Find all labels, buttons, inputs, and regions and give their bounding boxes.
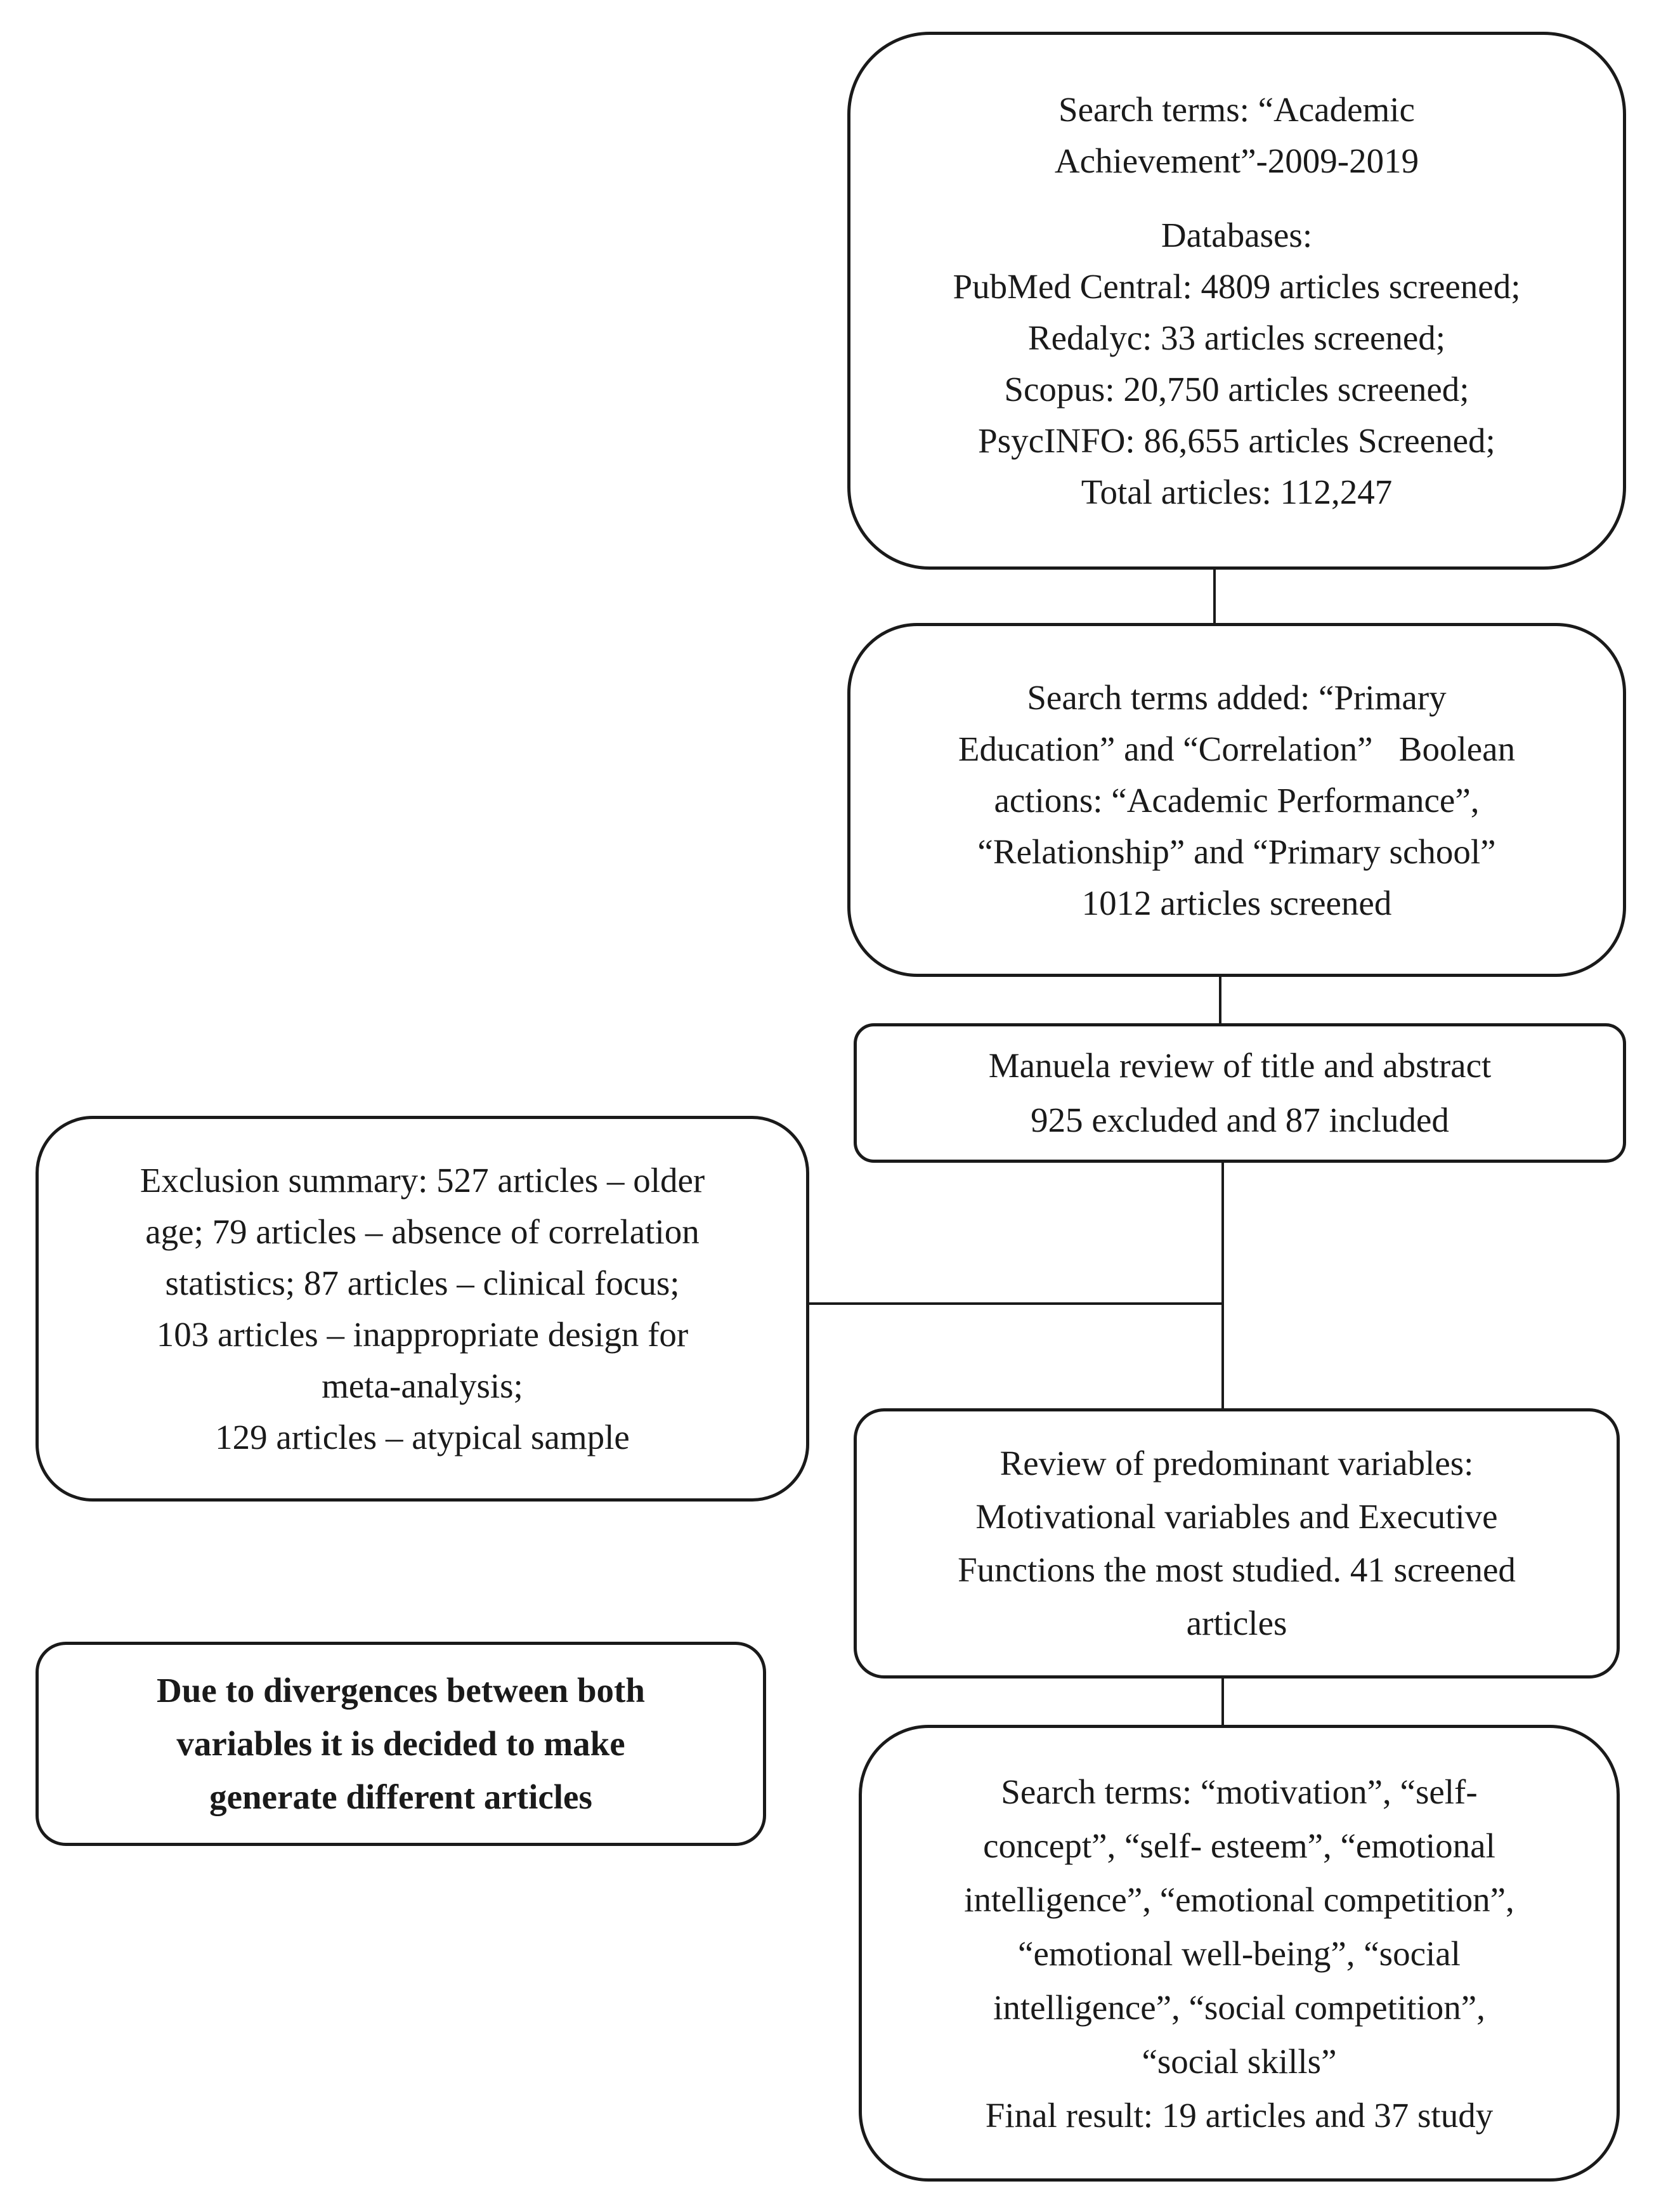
box-text-line: intelligence”, “social competition”, xyxy=(993,1987,1485,2027)
box-text-line: “emotional well-being”, “social xyxy=(1018,1934,1461,1973)
search-terms-line: Achievement”-2009-2019 xyxy=(1054,141,1419,180)
box-text-line: statistics; 87 articles – clinical focus… xyxy=(165,1264,680,1302)
box-text-line: Motivational variables and Executive xyxy=(975,1497,1498,1536)
box-text-line: “social skills” xyxy=(1142,2041,1337,2081)
box-text-line: 1012 articles screened xyxy=(1081,883,1392,922)
box-text-line: Due to divergences between both xyxy=(157,1671,645,1710)
database-count-psycinfo: PsycINFO: 86,655 articles Screened; xyxy=(978,421,1495,460)
database-count-pubmed: PubMed Central: 4809 articles screened; xyxy=(953,267,1521,306)
box-text-line: age; 79 articles – absence of correlatio… xyxy=(145,1212,700,1251)
divergence-note-box: Due to divergences between both variable… xyxy=(36,1642,766,1846)
databases-heading: Databases: xyxy=(1161,216,1313,254)
box-text-line: Search terms added: “Primary xyxy=(1027,677,1447,717)
box-text-line: Exclusion summary: 527 articles – older xyxy=(140,1161,705,1200)
box-text-line: 925 excluded and 87 included xyxy=(1031,1101,1449,1139)
box-text-line: articles xyxy=(1186,1604,1287,1642)
box-text-line: actions: “Academic Performance”, xyxy=(994,780,1480,820)
box-text-line: concept”, “self- esteem”, “emotional xyxy=(983,1826,1495,1865)
final-search-box: Search terms: “motivation”, “self- conce… xyxy=(859,1725,1620,2182)
box-text-line: Education” and “Correlation” Boolean xyxy=(958,729,1516,768)
total-articles: Total articles: 112,247 xyxy=(1081,473,1393,511)
database-count-redalyc: Redalyc: 33 articles screened; xyxy=(1027,318,1446,357)
manual-review-box: Manuela review of title and abstract 925… xyxy=(854,1023,1626,1163)
database-count-scopus: Scopus: 20,750 articles screened; xyxy=(1004,370,1469,409)
search-terms-added-box: Search terms added: “Primary Education” … xyxy=(847,623,1626,977)
search-terms-line: Search terms: “Academic xyxy=(1058,90,1415,129)
box-text-line: Functions the most studied. 41 screened xyxy=(958,1550,1516,1589)
box-text-line: 103 articles – inappropriate design for xyxy=(156,1315,689,1354)
box-text-line: Review of predominant variables: xyxy=(1000,1444,1474,1482)
box-text-line: meta-analysis; xyxy=(322,1366,523,1405)
box-text-line: variables it is decided to make xyxy=(176,1724,625,1763)
box-text-line: 129 articles – atypical sample xyxy=(215,1418,630,1456)
final-result: Final result: 19 articles and 37 study xyxy=(985,2095,1494,2135)
box-text-line: “Relationship” and “Primary school” xyxy=(977,832,1496,871)
box-text-line: Manuela review of title and abstract xyxy=(988,1046,1492,1085)
box-text-line: generate different articles xyxy=(209,1777,592,1816)
exclusion-summary-box: Exclusion summary: 527 articles – older … xyxy=(36,1116,809,1502)
box-text-line: intelligence”, “emotional competition”, xyxy=(964,1880,1514,1919)
box-text-line: Search terms: “motivation”, “self- xyxy=(1001,1772,1478,1811)
search-terms-box: Search terms: “Academic Achievement”-200… xyxy=(847,32,1626,570)
predominant-variables-box: Review of predominant variables: Motivat… xyxy=(854,1408,1620,1679)
